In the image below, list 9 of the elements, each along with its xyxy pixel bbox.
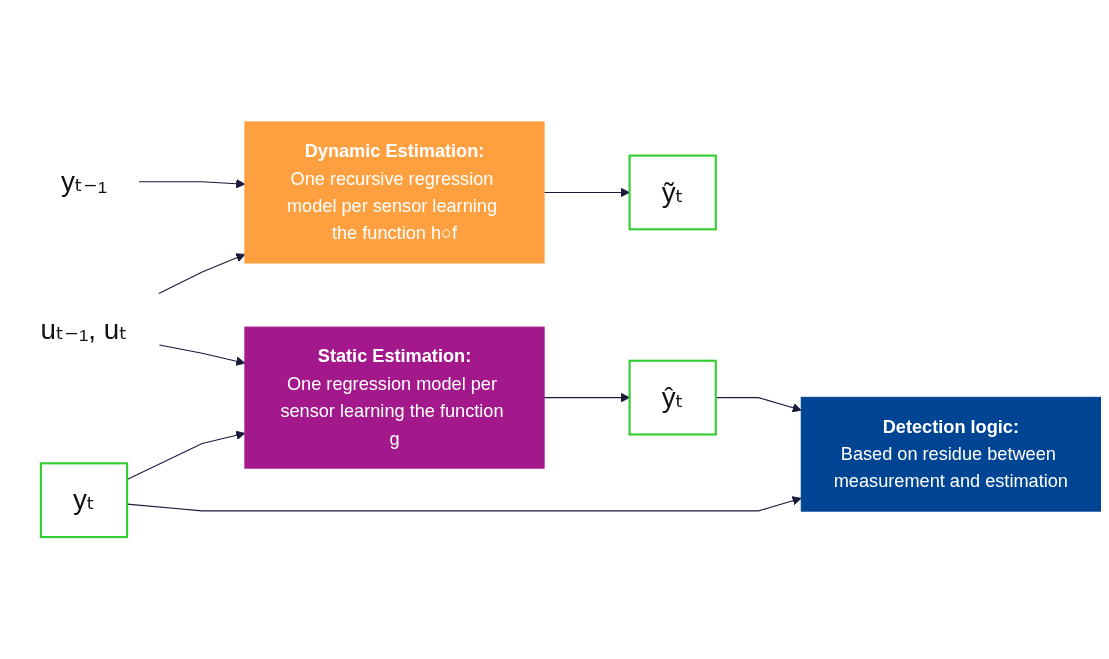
node-box: Detection logic: Based on residue between measurement and estimation — [800, 396, 1101, 512]
node-text: uₜ₋₁, uₜ — [40, 313, 128, 346]
arrow — [715, 397, 802, 413]
node-box: ŷₜ — [628, 359, 717, 436]
node-text: yₜ₋₁ — [60, 165, 108, 198]
node-box: Static Estimation: One regression model per sensor learning the function g — [244, 326, 545, 469]
node-box: Dynamic Estimation: One recursive regression model per sensor learning the function h○f — [244, 121, 545, 264]
node-box: yₜ — [39, 462, 129, 539]
node-box: ỹₜ — [628, 154, 717, 231]
